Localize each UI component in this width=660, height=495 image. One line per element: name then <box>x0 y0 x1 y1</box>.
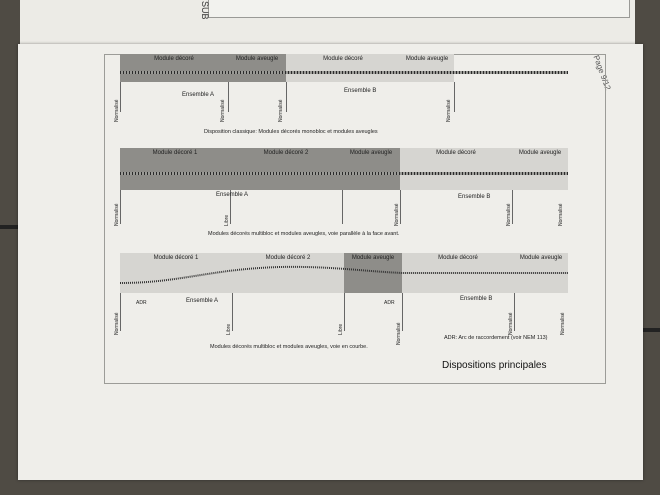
boundary-line <box>230 190 231 224</box>
boundary-line <box>120 190 121 224</box>
ensemble-label: Ensemble A <box>186 298 219 304</box>
boundary-label: Normalisé <box>446 99 452 122</box>
boundary-line <box>228 82 229 112</box>
boundary-label: Normalisé <box>394 203 400 226</box>
segment: Module décoré <box>120 54 229 82</box>
boundary-label: Normalisé <box>114 312 120 335</box>
ensemble-label: Ensemble A <box>182 92 215 98</box>
previous-sheet: SUB <box>20 0 635 48</box>
adr-label: ADR <box>136 300 147 306</box>
boundary-line <box>402 293 403 331</box>
segment: Module aveugle <box>512 148 568 190</box>
boundary-label: Normalisé <box>508 312 514 335</box>
boundary-label: Normalisé <box>114 99 120 122</box>
segment: Module aveugle <box>228 54 287 82</box>
libre-label: Libre <box>226 323 232 335</box>
boundary-line <box>344 293 345 331</box>
ensemble-label: Ensemble B <box>344 88 377 94</box>
adr-note: ADR: Arc de raccordement (voir NEM 113) <box>444 335 548 341</box>
boundary-line <box>454 82 455 112</box>
segment: Module aveugle <box>342 148 401 190</box>
diagram-multibloc-curve: Module décoré 1 Module décoré 2 Module a… <box>114 253 568 345</box>
segment: Module aveugle <box>400 54 454 82</box>
caption: Disposition classique: Modules décorés m… <box>204 129 378 135</box>
track <box>120 172 568 175</box>
ensemble-label: Ensemble B <box>458 194 491 200</box>
boundary-label: Normalisé <box>506 203 512 226</box>
boundary-line <box>400 190 401 224</box>
ensemble-label: Ensemble B <box>460 296 493 302</box>
segment: Module décoré 2 <box>230 148 343 190</box>
boundary-line <box>512 190 513 224</box>
diagram-multibloc-straight: Module décoré 1 Module décoré 2 Module a… <box>114 148 568 226</box>
boundary-line <box>120 82 121 112</box>
boundary-label: Normalisé <box>560 312 566 335</box>
boundary-label: Normalisé <box>220 99 226 122</box>
caption: Modules décorés multibloc et modules ave… <box>208 231 400 237</box>
curved-track <box>120 265 568 284</box>
libre-label: Libre <box>224 214 230 226</box>
previous-sheet-box <box>208 0 630 18</box>
floor-seam <box>643 328 660 332</box>
ensemble-label: Ensemble A <box>216 192 249 198</box>
boundary-line <box>286 82 287 112</box>
libre-label: Libre <box>338 323 344 335</box>
boundary-label: Normalisé <box>396 322 402 345</box>
segment: Module décoré <box>402 253 515 293</box>
document-page: Page 9/12 Module décoré Module aveugle M… <box>18 44 643 480</box>
boundary-label: Normalisé <box>114 203 120 226</box>
segment: Module décoré <box>286 54 401 82</box>
sheet-fragment-text: SUB <box>200 1 210 20</box>
boundary-label: Normalisé <box>278 99 284 122</box>
boundary-line <box>120 293 121 331</box>
segment: Module décoré <box>400 148 513 190</box>
boundary-line <box>514 293 515 331</box>
floor-seam <box>0 225 18 229</box>
boundary-line <box>232 293 233 331</box>
diagram-classic: Module décoré Module aveugle Module déco… <box>114 54 568 122</box>
boundary-label: Normalisé <box>558 203 564 226</box>
track <box>120 71 568 74</box>
segment: Module décoré 1 <box>120 148 231 190</box>
boundary-line <box>342 190 343 224</box>
figure-title: Dispositions principales <box>442 360 547 371</box>
caption: Modules décorés multibloc et modules ave… <box>210 344 368 350</box>
segment: Module décoré 2 <box>232 253 345 293</box>
adr-label: ADR <box>384 300 395 306</box>
